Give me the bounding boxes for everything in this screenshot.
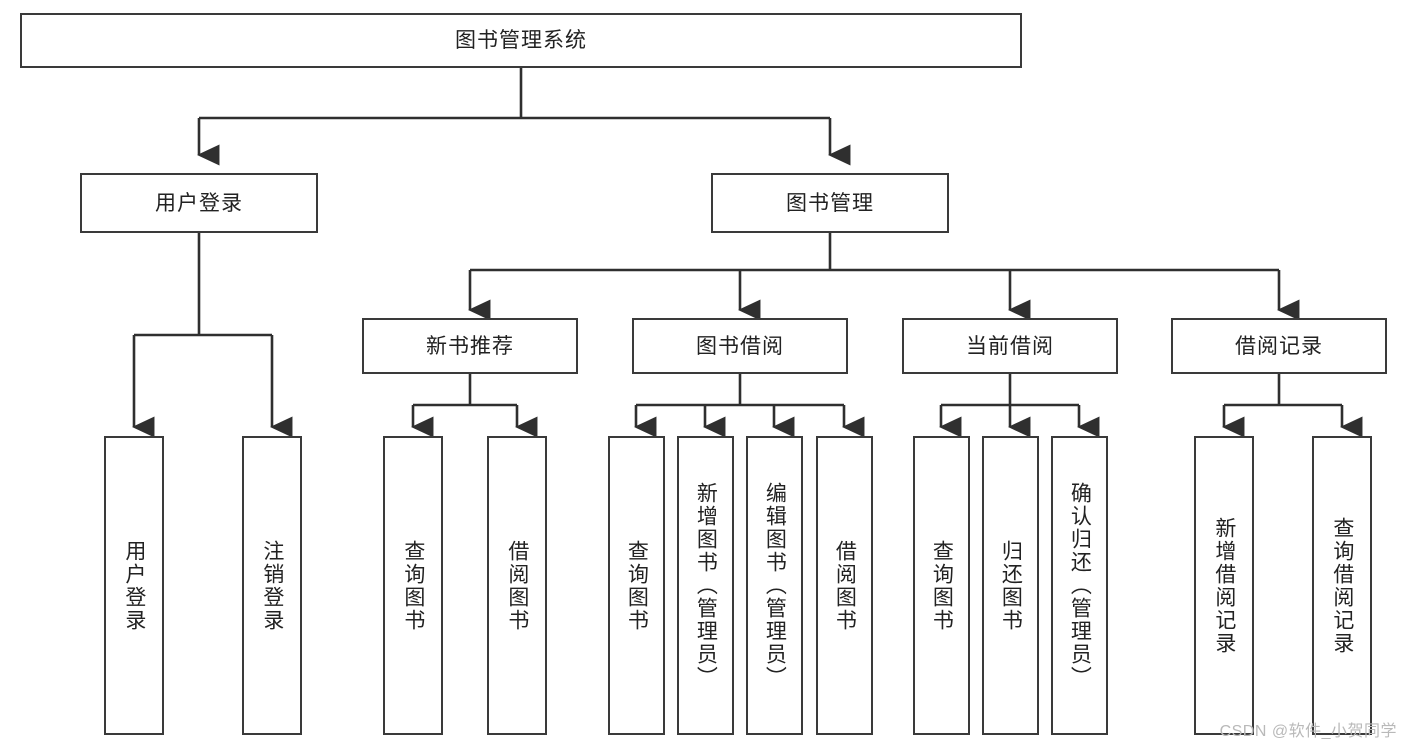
- node-book-borrow[interactable]: 图书借阅: [632, 318, 848, 374]
- node-label: 当前借阅: [966, 334, 1054, 358]
- leaf-record-query-record[interactable]: 查询借阅记录: [1312, 436, 1372, 735]
- node-user-login[interactable]: 用户登录: [80, 173, 318, 233]
- node-label: 注销登录: [260, 539, 284, 632]
- leaf-current-confirm-return-admin[interactable]: 确认归还（管理员）: [1051, 436, 1108, 735]
- leaf-borrow-edit-book-admin[interactable]: 编辑图书（管理员）: [746, 436, 803, 735]
- node-label: 查询借阅记录: [1330, 516, 1354, 655]
- node-label: 新增借阅记录: [1212, 516, 1236, 655]
- node-label: 查询图书: [930, 539, 954, 632]
- leaf-borrow-query-book[interactable]: 查询图书: [608, 436, 665, 735]
- leaf-record-add-record[interactable]: 新增借阅记录: [1194, 436, 1254, 735]
- leaf-new-book-borrow[interactable]: 借阅图书: [487, 436, 547, 735]
- node-label: 查询图书: [625, 539, 649, 632]
- leaf-new-book-query[interactable]: 查询图书: [383, 436, 443, 735]
- node-new-book-recommend[interactable]: 新书推荐: [362, 318, 578, 374]
- leaf-current-query-book[interactable]: 查询图书: [913, 436, 970, 735]
- leaf-borrow-add-book-admin[interactable]: 新增图书（管理员）: [677, 436, 734, 735]
- node-label: 借阅记录: [1235, 334, 1323, 358]
- node-label: 归还图书: [999, 539, 1023, 632]
- node-label: 新增图书（管理员）: [694, 482, 718, 689]
- leaf-current-return-book[interactable]: 归还图书: [982, 436, 1039, 735]
- node-label: 新书推荐: [426, 334, 514, 358]
- node-current-borrow[interactable]: 当前借阅: [902, 318, 1118, 374]
- node-label: 图书管理: [786, 191, 874, 215]
- leaf-borrow-borrow-book[interactable]: 借阅图书: [816, 436, 873, 735]
- leaf-user-login-login[interactable]: 用户登录: [104, 436, 164, 735]
- node-borrow-record[interactable]: 借阅记录: [1171, 318, 1387, 374]
- node-label: 图书管理系统: [455, 29, 587, 52]
- node-label: 借阅图书: [833, 539, 857, 632]
- node-label: 图书借阅: [696, 334, 784, 358]
- node-book-management[interactable]: 图书管理: [711, 173, 949, 233]
- watermark-text: CSDN @软件_小贺同学: [1219, 723, 1397, 740]
- node-label: 编辑图书（管理员）: [763, 482, 787, 689]
- node-label: 查询图书: [401, 539, 425, 632]
- node-label: 确认归还（管理员）: [1068, 482, 1092, 689]
- leaf-user-login-logout[interactable]: 注销登录: [242, 436, 302, 735]
- node-label: 用户登录: [122, 539, 146, 632]
- node-label: 借阅图书: [505, 539, 529, 632]
- node-label: 用户登录: [155, 191, 243, 215]
- node-root-book-management-system[interactable]: 图书管理系统: [20, 13, 1022, 68]
